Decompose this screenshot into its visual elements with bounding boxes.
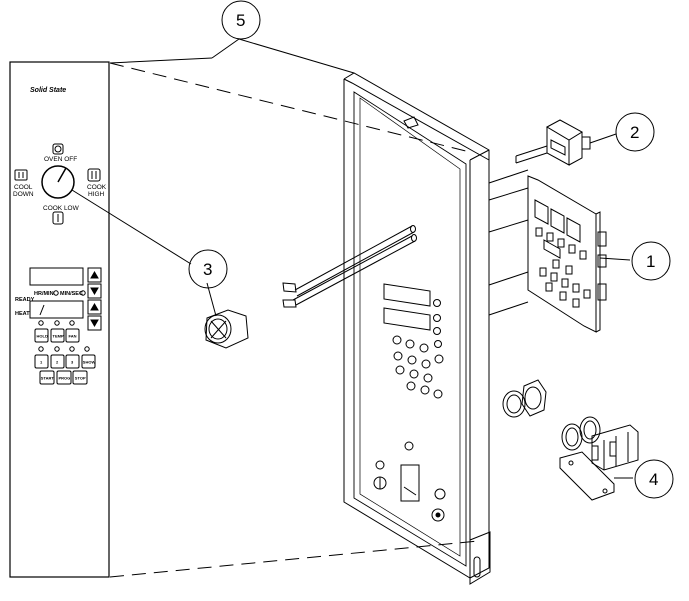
high-label: HIGH [88, 191, 105, 198]
callout-5 [221, 0, 261, 40]
svg-text:STOP: STOP [75, 376, 86, 381]
temp-button[interactable]: TEMP [50, 328, 65, 343]
arrow-up-button-1[interactable] [87, 267, 102, 283]
circuit-board [527, 175, 607, 333]
prog-button[interactable]: PROG [56, 370, 72, 385]
knob [204, 309, 249, 349]
oven-off-icon [52, 143, 64, 155]
oven-off-label: OVEN OFF [44, 156, 77, 163]
down-label: DOWN [13, 191, 34, 198]
start-button[interactable]: START [39, 370, 55, 385]
callout-1-label: 1 [646, 252, 655, 271]
svg-text:1: 1 [40, 360, 43, 365]
cool-down-icon [14, 169, 28, 181]
hr-min-label: HR/MIN [34, 291, 54, 297]
alignment-lines [109, 62, 479, 578]
cook-low-icon [52, 211, 64, 225]
button-2[interactable]: 2 [50, 354, 65, 369]
show-button[interactable]: SHOW [81, 354, 96, 369]
callout-3-label: 3 [203, 260, 212, 279]
inner-panel [343, 72, 491, 585]
svg-text:TEMP: TEMP [53, 334, 64, 339]
svg-text:SHOW: SHOW [83, 360, 96, 365]
arrow-down-button-2[interactable] [87, 315, 102, 331]
cook-high-icon [87, 168, 101, 182]
button-3[interactable]: 3 [65, 354, 80, 369]
svg-text:START: START [41, 376, 55, 381]
leader-lines [71, 38, 633, 479]
callout-2-label: 2 [630, 123, 639, 142]
terminal-block [559, 416, 639, 501]
stop-button[interactable]: STOP [72, 370, 88, 385]
arrow-up-button-2[interactable] [87, 299, 102, 315]
brand-label: Solid State [30, 87, 66, 94]
front-control-panel [9, 61, 110, 578]
callout-4-label: 4 [649, 470, 658, 489]
cook-label: COOK [87, 184, 107, 191]
cool-label: COOL [14, 184, 33, 191]
display-lower [29, 300, 84, 319]
hold-button[interactable]: HOLD [34, 328, 49, 343]
arrow-down-button-1[interactable] [87, 283, 102, 299]
svg-text:3: 3 [71, 360, 74, 365]
svg-text:FAN: FAN [69, 334, 77, 339]
callout-1 [631, 241, 671, 281]
cook-low-label: COOK LOW [43, 205, 80, 212]
min-sec-label: MIN/SEC [60, 291, 83, 297]
callout-2 [615, 112, 655, 152]
display-upper [29, 267, 84, 286]
callout-4 [634, 459, 674, 499]
heat-label: HEAT [15, 311, 30, 317]
mounting-rods [282, 225, 417, 308]
control-dial [41, 165, 75, 199]
svg-text:2: 2 [56, 360, 59, 365]
callout-5-label: 5 [236, 11, 245, 30]
ready-label: READY [15, 297, 35, 303]
nut-and-washer [502, 379, 547, 418]
rear-bracket [488, 169, 529, 316]
callout-3 [188, 249, 228, 289]
svg-text:HOLD: HOLD [37, 334, 48, 339]
svg-text:PROG: PROG [59, 376, 71, 381]
fan-button[interactable]: FAN [65, 328, 80, 343]
button-1[interactable]: 1 [34, 354, 49, 369]
selector-switch [515, 119, 591, 166]
